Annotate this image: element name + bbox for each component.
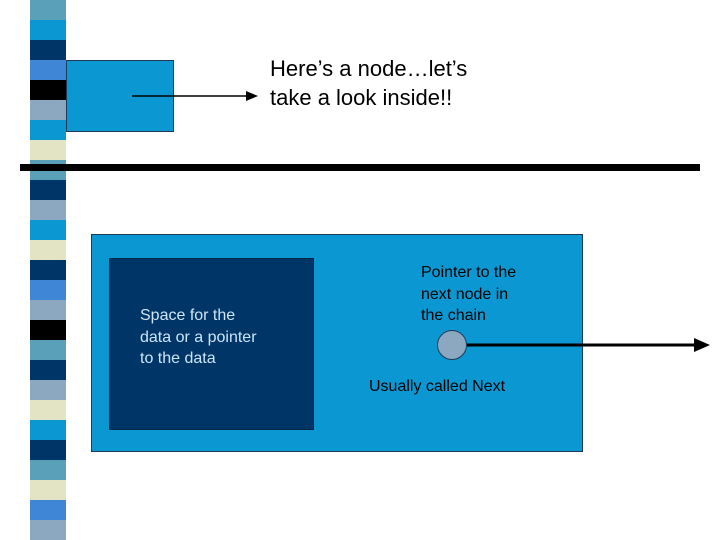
divider-line xyxy=(20,164,700,171)
stripe-segment xyxy=(30,480,66,500)
stripe-segment xyxy=(30,320,66,340)
stripe-segment xyxy=(30,260,66,280)
data-field-box xyxy=(109,258,314,430)
next-pointer-label: Usually called Next xyxy=(369,378,506,395)
title-line-2: take a look inside!! xyxy=(270,85,453,110)
stripe-segment xyxy=(30,60,66,80)
pointer-label-line-3: the chain xyxy=(421,307,486,324)
stripe-segment xyxy=(30,300,66,320)
stripe-segment xyxy=(30,280,66,300)
next-pointer-circle xyxy=(437,330,467,360)
next-pointer-arrow xyxy=(467,338,710,352)
data-field-label: Space for the data or a pointer to the d… xyxy=(140,305,310,370)
stripe-segment xyxy=(30,200,66,220)
stripe-segment xyxy=(30,120,66,140)
data-label-line-1: Space for the xyxy=(140,307,236,324)
stripe-segment xyxy=(30,40,66,60)
data-label-line-2: data or a pointer xyxy=(140,328,257,346)
title-line-1: Here’s a node…let’s xyxy=(270,56,468,81)
node-arrow xyxy=(132,91,258,101)
pointer-label-line-1: Pointer to the xyxy=(421,264,517,281)
stripe-segment xyxy=(30,20,66,40)
stripe-segment xyxy=(30,340,66,360)
data-label-line-3: to the data xyxy=(140,350,216,367)
stripe-segment xyxy=(30,0,66,20)
stripe-segment xyxy=(30,360,66,380)
stripe-segment xyxy=(30,460,66,480)
stripe-segment xyxy=(30,500,66,520)
page-title: Here’s a node…let’s take a look inside!! xyxy=(270,54,467,112)
stripe-segment xyxy=(30,240,66,260)
stripe-segment xyxy=(30,380,66,400)
pointer-field-label: Pointer to the next node in the chain xyxy=(421,262,561,327)
stripe-segment xyxy=(30,140,66,160)
stripe-segment xyxy=(30,420,66,440)
stripe-segment xyxy=(30,520,66,540)
stripe-segment xyxy=(30,80,66,100)
stripe-segment xyxy=(30,100,66,120)
stripe-segment xyxy=(30,440,66,460)
pointer-label-line-2: next node in xyxy=(421,285,509,303)
stripe-segment xyxy=(30,180,66,200)
stripe-segment xyxy=(30,400,66,420)
stripe-segment xyxy=(30,220,66,240)
